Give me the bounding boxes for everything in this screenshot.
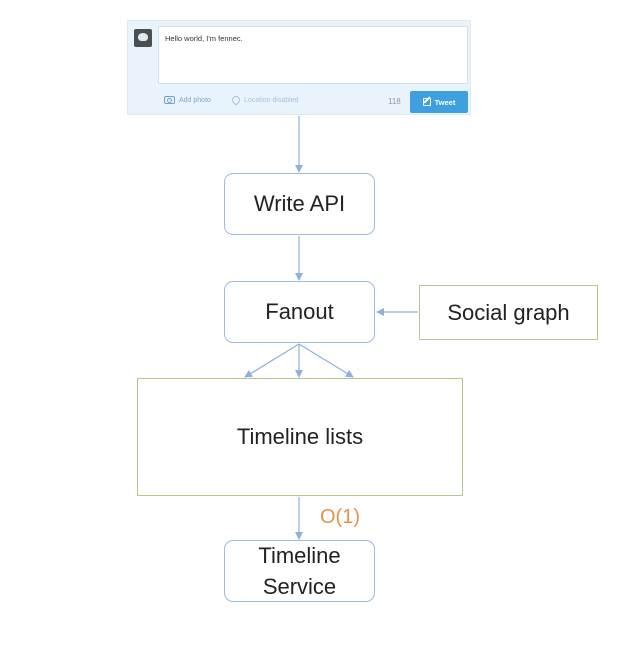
tweet-text-field[interactable]: Hello world, I'm fennec.: [158, 26, 468, 84]
character-count: 118: [388, 97, 401, 106]
write-api-label: Write API: [253, 191, 346, 216]
location-toggle[interactable]: Location disabled: [230, 94, 299, 106]
social-graph-node: Social graph: [419, 285, 598, 340]
social-graph-label: Social graph: [447, 299, 570, 325]
location-label: Location disabled: [244, 96, 299, 104]
tweet-composer: Hello world, I'm fennec. Add photo Locat…: [127, 20, 471, 115]
timeline-service-node: Timeline Service: [224, 540, 375, 602]
fanout-label: Fanout: [265, 299, 334, 324]
tweet-button-label: Tweet: [434, 97, 456, 107]
compose-icon: [422, 98, 431, 106]
add-photo-label: Add photo: [179, 96, 211, 104]
tweet-button[interactable]: Tweet: [410, 91, 468, 113]
write-api-node: Write API: [224, 173, 375, 235]
complexity-label: O(1): [320, 506, 360, 528]
add-photo-button[interactable]: Add photo: [164, 96, 211, 104]
edge-fanout-to-lists-left: [244, 343, 300, 378]
timeline-service-label: Timeline Service: [258, 543, 341, 599]
timeline-lists-label: Timeline lists: [236, 424, 364, 449]
camera-icon: [164, 96, 175, 104]
avatar: [134, 29, 152, 47]
timeline-lists-node: Timeline lists: [137, 378, 463, 496]
edge-fanout-to-lists-right: [298, 343, 354, 378]
fanout-node: Fanout: [224, 281, 375, 343]
